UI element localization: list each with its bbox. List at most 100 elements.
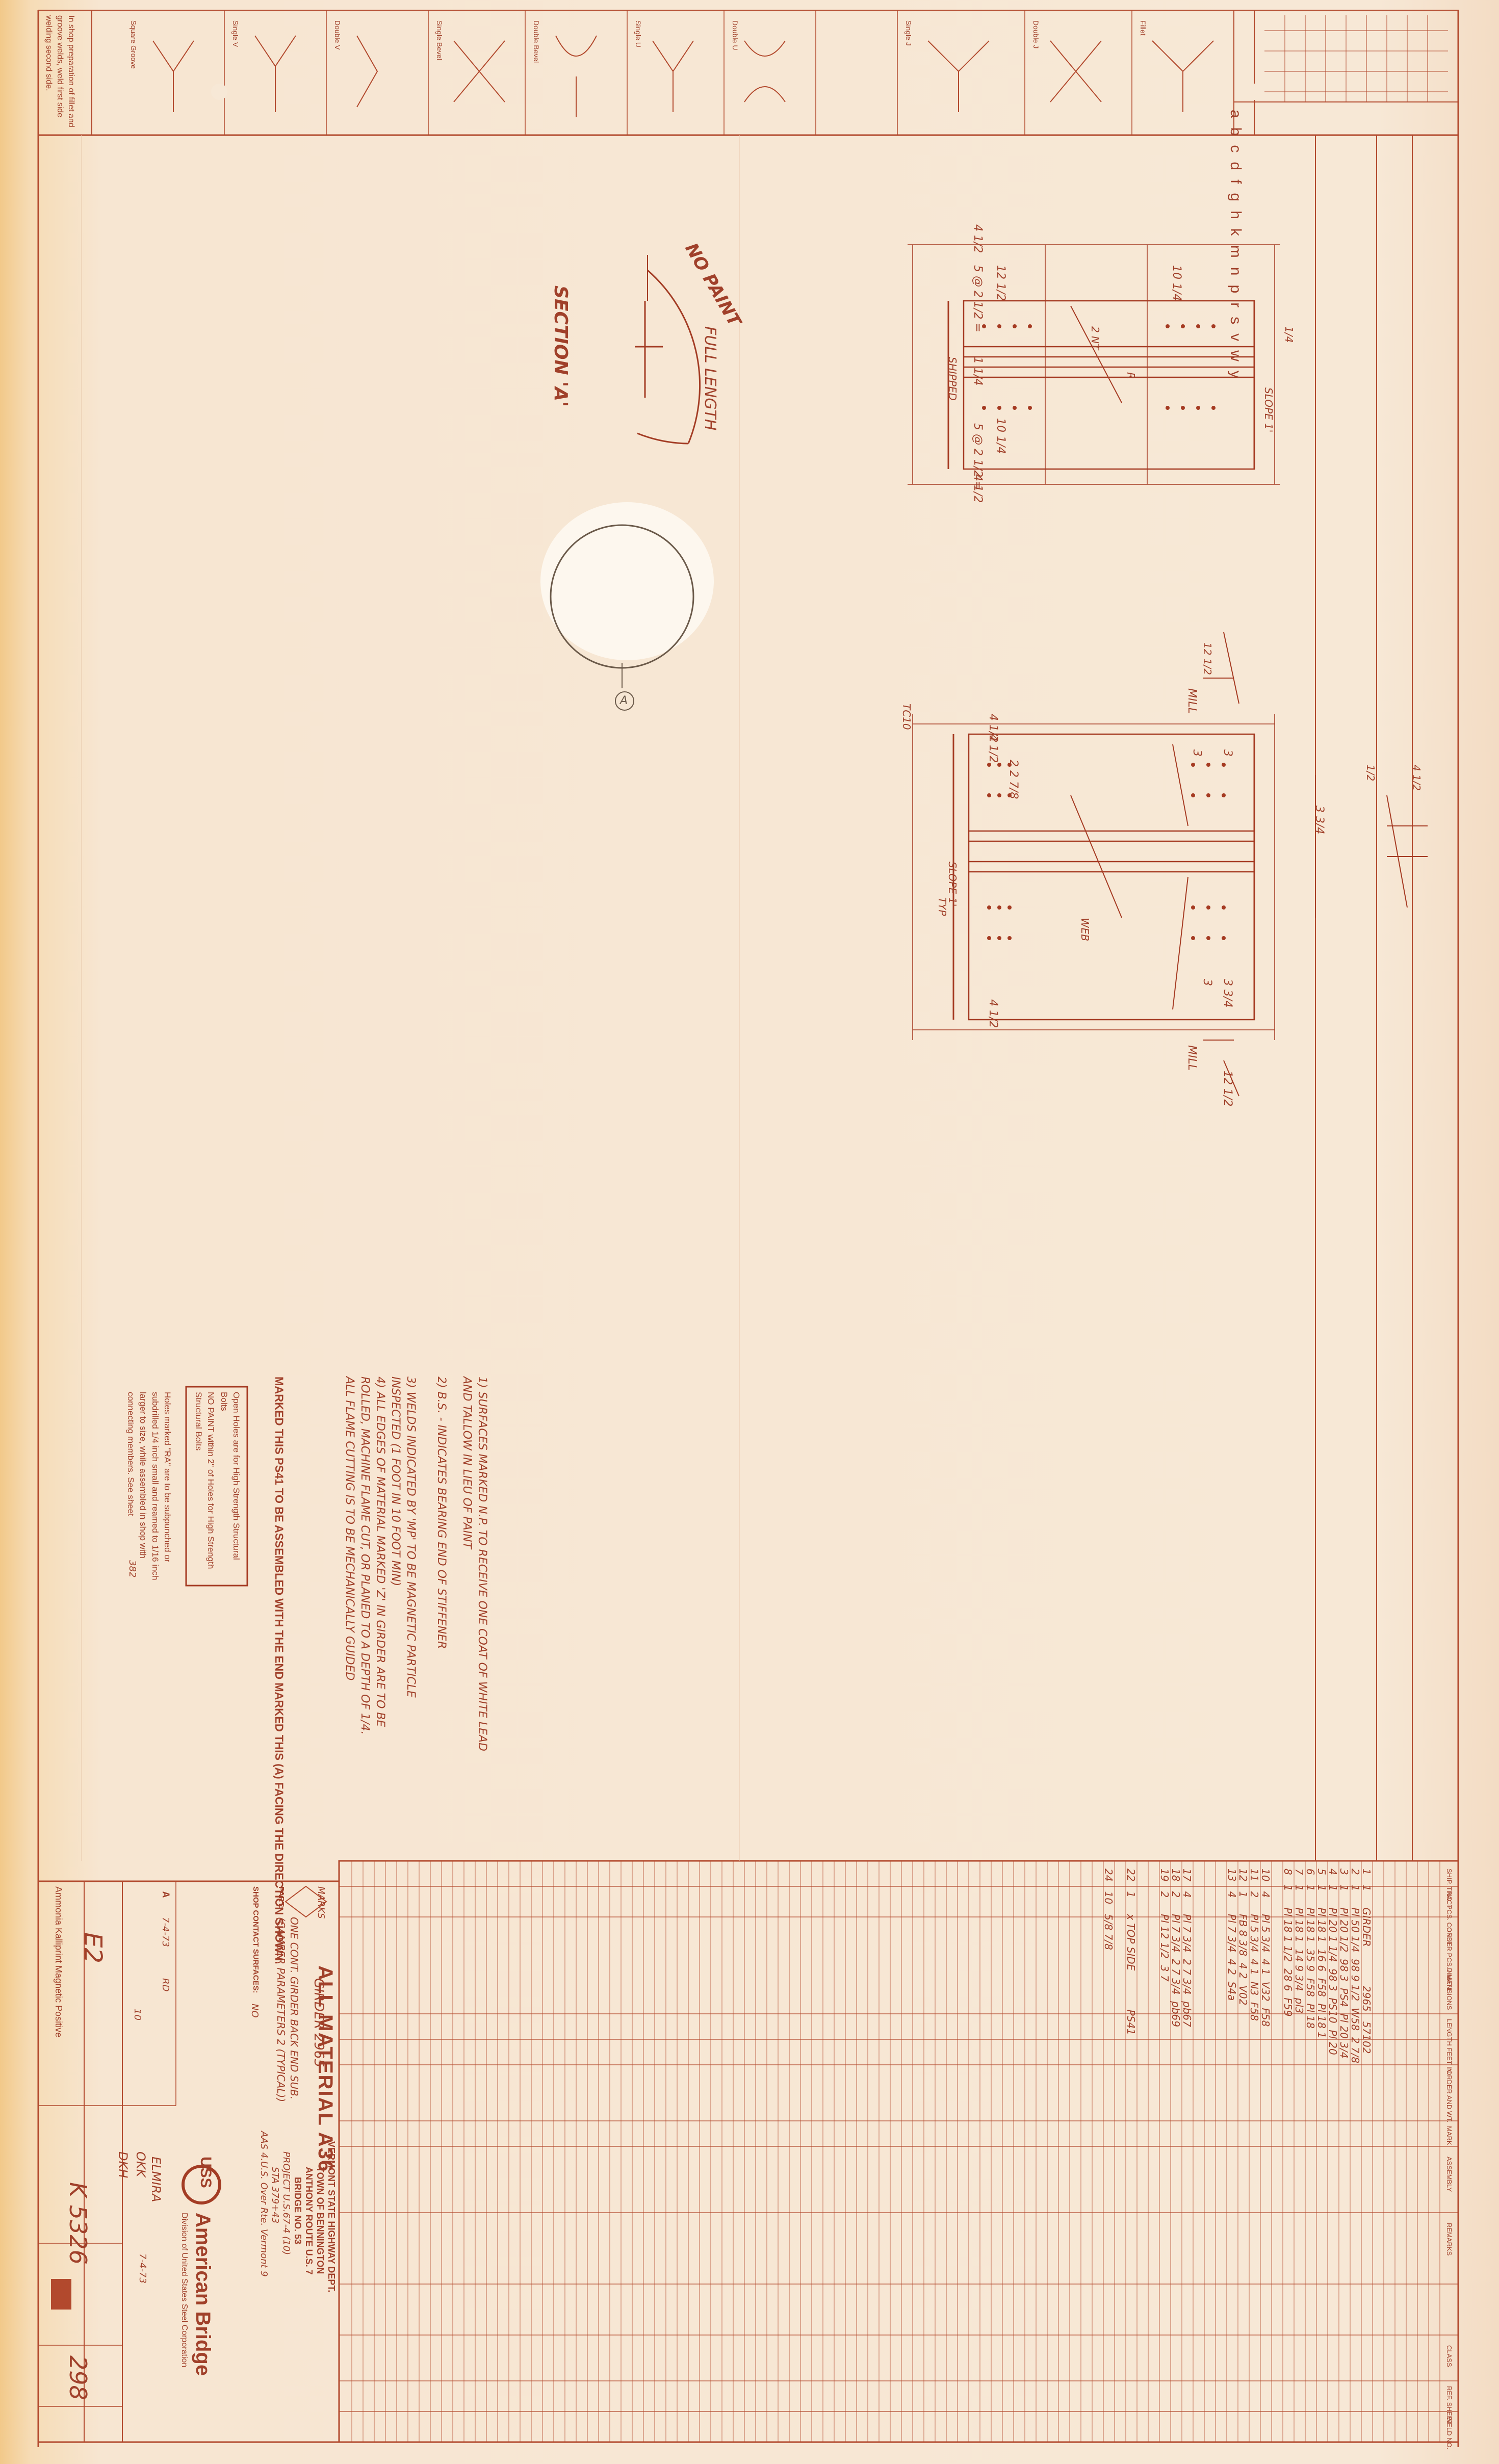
row-mark: S4a <box>1226 1981 1238 2001</box>
row-len: 28 6 <box>1282 1968 1294 1991</box>
dim-label: 4 1/2 <box>971 224 984 253</box>
row-no: 8 <box>1282 1869 1294 1875</box>
project-line: VERMONT STATE HIGHWAY DEPT. <box>326 2141 337 2293</box>
row-pcs: 2 <box>1170 1891 1182 1898</box>
drawing-date: 7-4-73 <box>137 2253 148 2284</box>
dim-label: 12 1/2 <box>994 265 1007 301</box>
dim-label: 3 3/4 <box>1313 806 1326 835</box>
dim-label: 4 1/2 <box>971 474 984 503</box>
callout-label: 1/4 <box>1283 326 1295 343</box>
row-dim: Pl 5 3/4 <box>1259 1914 1272 1953</box>
note-item: 2) B.S. - INDICATES BEARING END OF STIFF… <box>435 1377 448 1649</box>
callout-label: MILL <box>1185 1045 1198 1071</box>
row-no: 22 <box>1125 1869 1137 1882</box>
row-pcs: 1 <box>1315 1884 1328 1891</box>
table-header-cell: REMARKS <box>1445 2223 1453 2256</box>
part-text: ONE CONT. GIRDER BACK END SUB. (CAMBER P… <box>275 1917 300 2103</box>
bolt-line: NO PAINT within 2" of Holes for High Str… <box>194 1392 216 1569</box>
row-dim: Pl 7 3/4 <box>1170 1914 1182 1953</box>
row-mark: pb67 <box>1181 2001 1193 2027</box>
dim-label: 12 1/2 <box>1221 1071 1234 1107</box>
row-pcs: 4 <box>1226 1891 1238 1898</box>
table-row: 8 1 Pl 18 1 1/2 28 6 F59 <box>1282 1869 1294 2016</box>
table-row: 10 4 Pl 5 3/4 4 1 V32 F58 <box>1259 1869 1272 2027</box>
table-header-cell: CLASS <box>1445 2345 1453 2367</box>
project-line: ANTHONY ROUTE U.S. 7 <box>304 2167 314 2275</box>
callout-label: R <box>1125 372 1137 379</box>
lower-detail <box>912 632 1428 1097</box>
row-len: 35 9 <box>1304 1949 1316 1972</box>
row-dim: Pl 20 1/2 <box>1338 1907 1350 1953</box>
weld-letter: r <box>1227 302 1244 317</box>
row-no: 6 <box>1304 1869 1316 1875</box>
order-number: K 5326 <box>64 2182 92 2265</box>
row-pcs: 1 <box>1304 1884 1316 1891</box>
weld-letter: w <box>1227 350 1244 371</box>
shop-contact-value: NO <box>249 2004 260 2018</box>
row-no: 5 <box>1315 1869 1328 1875</box>
table-row: 17 4 Pl 7 3/4 2 7 3/4 pb67 <box>1181 1869 1193 2027</box>
row-no: 19 <box>1158 1869 1171 1882</box>
row-remark: 2 7/8 <box>1349 2037 1361 2064</box>
weld-letter: c <box>1227 145 1244 162</box>
table-row: 11 2 Pl 5 3/4 4 1 N3 F58 <box>1248 1869 1260 2021</box>
dim-label: 5 @ 2 1/2 = <box>971 265 984 332</box>
dim-label: 3 <box>1201 979 1213 986</box>
row-remark: F58 <box>1248 2002 1260 2021</box>
table-header-cell: WELD NO. <box>1445 2417 1453 2450</box>
table-row: 6 1 Pl 18 1 35 9 F58 Pl 18 <box>1304 1869 1316 2029</box>
detail-mark: A <box>620 694 628 707</box>
callout-label: 4 1/2 <box>1410 765 1423 791</box>
callout-label: 12 1/2 <box>1201 642 1213 675</box>
row-mark: V32 <box>1259 1981 1272 2002</box>
section-a-detail <box>635 255 701 445</box>
table-row: 2 1 Pl 50 1/4 98 9 1/2 W58 2 7/8 <box>1349 1869 1361 2063</box>
weld-letter: n <box>1227 267 1244 285</box>
weld-letter: g <box>1227 193 1244 211</box>
bolt-line: Open Holes are for High Strength Structu… <box>219 1392 241 1560</box>
table-row: 1 1 GIRDER 2965 57102 <box>1360 1869 1373 2054</box>
table-header-cell: MARK <box>1445 2126 1453 2145</box>
revision-by: RD <box>160 1978 171 1992</box>
uss-logo-text: USS <box>197 2157 214 2188</box>
weld-letter: a <box>1227 110 1244 127</box>
row-mark: pl3 <box>1293 1998 1305 2014</box>
row-mark: 2965 <box>1360 1985 1373 2012</box>
project-line: PROJECT U.S.67-4 (10) <box>281 2151 292 2255</box>
weld-letter: p <box>1227 284 1244 303</box>
row-remark: Pl 20 <box>1327 2030 1339 2055</box>
weld-symbol-label: Double V <box>333 20 342 50</box>
row-mark: PS41 <box>1125 2009 1137 2035</box>
row-dim: Pl 50 1/4 <box>1349 1907 1361 1953</box>
dim-label: 10 1/4 <box>1170 265 1183 301</box>
row-no: 18 <box>1170 1869 1182 1882</box>
checked-by: DKH <box>116 2151 130 2178</box>
marks-label: MARKS <box>316 1886 326 1919</box>
row-len: 4 1 <box>1259 1959 1272 1975</box>
row-no: 17 <box>1181 1869 1193 1882</box>
row-dim: Pl 18 1 <box>1304 1907 1316 1942</box>
row-dim: Pl 18 1 <box>1293 1907 1305 1942</box>
row-len: 3 7 <box>1158 1965 1171 1982</box>
revision-mark: A <box>159 1891 171 1898</box>
callout-label: TC10 <box>900 704 913 730</box>
row-pcs: 1 <box>1282 1884 1294 1891</box>
table-row: 22 1 x TOP SIDE PS41 <box>1125 1869 1137 2035</box>
row-pcs: 1 <box>1327 1884 1339 1891</box>
stain-circle <box>540 502 714 711</box>
weld-letter: k <box>1227 228 1244 245</box>
callout-label: WEB <box>1079 918 1091 942</box>
company-name: American Bridge <box>192 2213 214 2376</box>
weld-symbol-label: Double J <box>1032 20 1040 49</box>
weld-symbol-label: Single U <box>634 20 642 47</box>
row-pcs: 2 <box>1248 1891 1260 1898</box>
table-row: 7 1 Pl 18 1 14 9 3/4 pl3 <box>1293 1869 1305 2013</box>
section-a-title: SECTION 'A' <box>550 286 571 407</box>
weld-legend-strip <box>38 10 1459 136</box>
weld-letter: d <box>1227 162 1244 180</box>
bolt-note-box <box>185 1386 248 1587</box>
erection-mark: E2 <box>79 1932 107 1963</box>
uss-logo <box>182 2165 221 2204</box>
row-dim: Pl 7 3/4 <box>1181 1914 1193 1953</box>
